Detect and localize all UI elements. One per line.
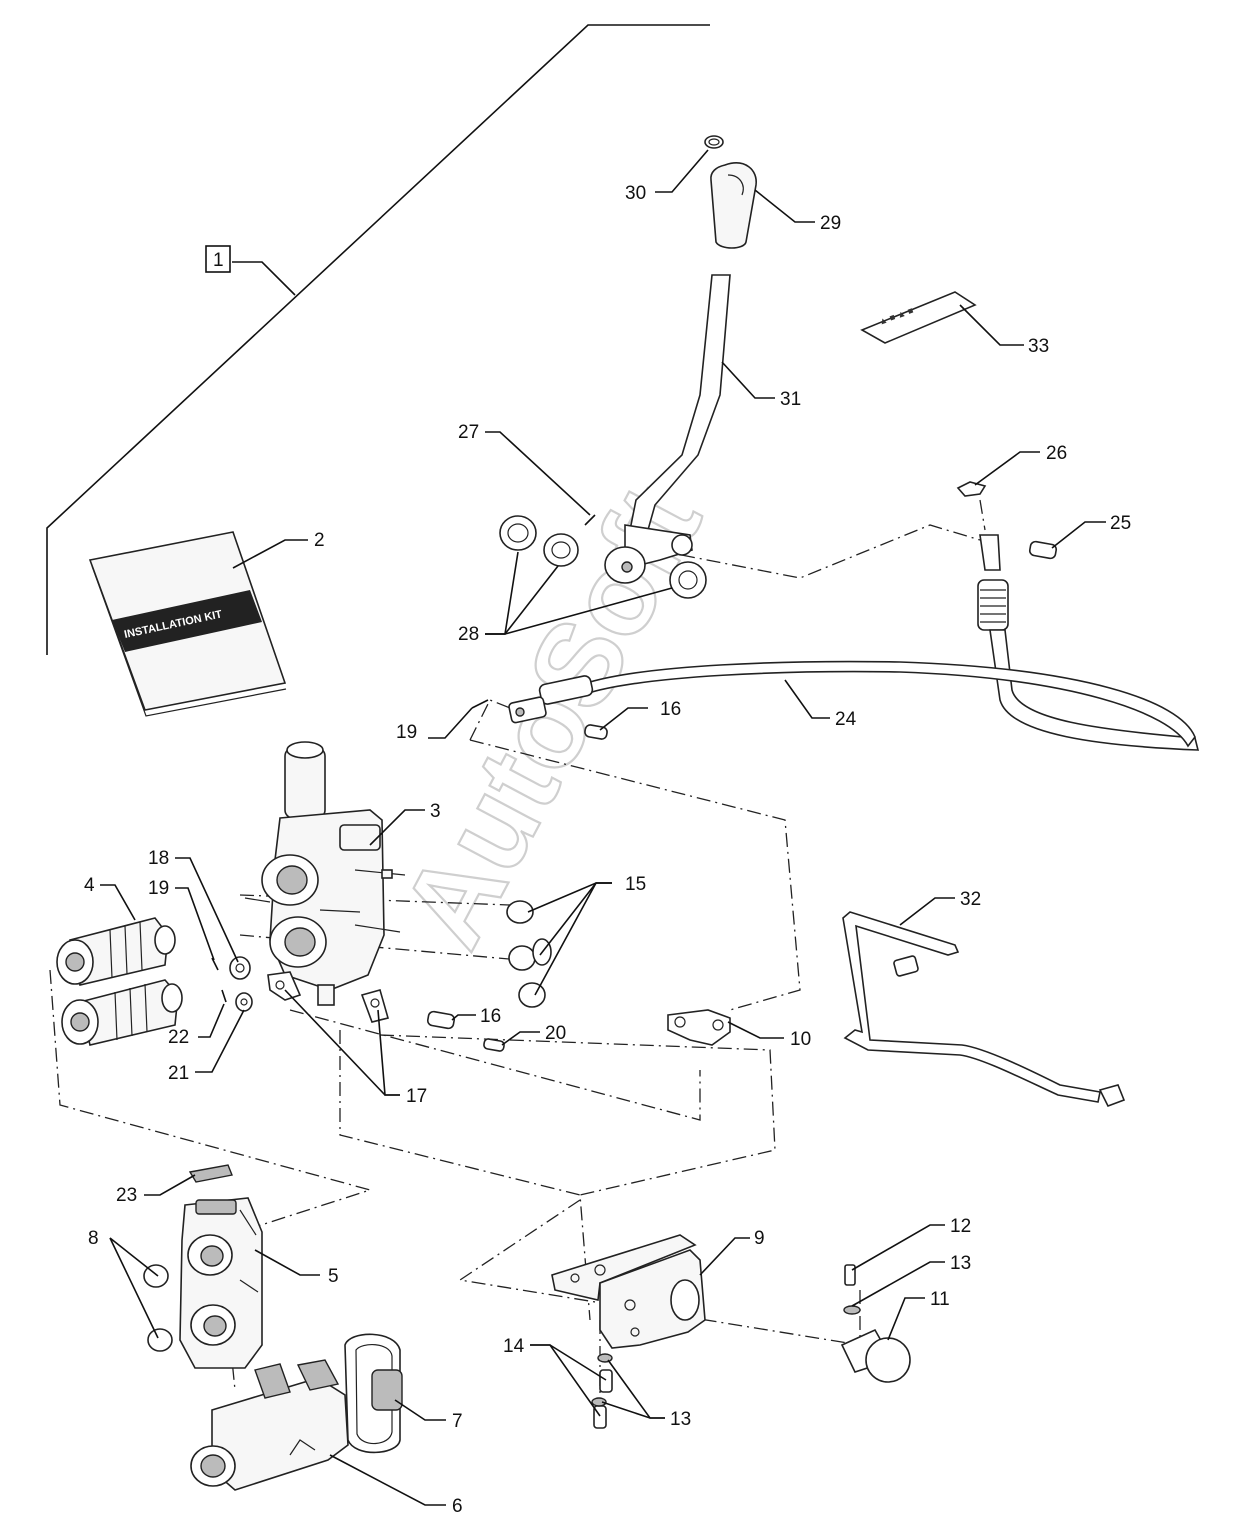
part-4-quick-couplers [56,917,183,1046]
callout-14: 14 [503,1336,525,1357]
callout-10: 10 [790,1029,811,1050]
callout-5: 5 [328,1266,339,1287]
part-33-decal: ▲ ■ ▲ ■ [860,291,977,344]
callout-13-upper: 13 [950,1253,971,1274]
callout-24: 24 [835,709,857,730]
part-28-washers [499,515,707,599]
callout-27: 27 [458,422,479,443]
part-6-end-cover [190,1359,349,1491]
part-32-control-rod [842,911,1126,1108]
part-9-bracket [551,1234,706,1349]
callout-19-lower: 19 [148,878,169,899]
callout-1: 1 [213,250,224,271]
callout-9: 9 [754,1228,765,1249]
part-10-link [667,1009,731,1046]
part-5-valve-section [179,1197,263,1369]
callout-26: 26 [1046,443,1067,464]
callout-16-lower: 16 [480,1006,501,1027]
callout-22: 22 [168,1027,189,1048]
callout-8: 8 [88,1228,99,1249]
part-15-o-rings [506,900,552,1008]
kit-bracket [46,24,710,655]
part-27-pin [584,514,596,526]
part-31-control-lever [604,274,731,584]
part-2-installation-manual: INSTALLATION KIT [88,531,287,717]
callout-21: 21 [168,1063,189,1084]
callout-31: 31 [780,389,801,410]
part-29-lever-knob [710,162,757,249]
part-3-control-valve [244,741,406,1006]
part-13-washer-upper [843,1305,861,1315]
callout-17: 17 [406,1086,427,1107]
callout-11: 11 [930,1289,950,1310]
part-24-control-cable [508,534,1200,751]
callout-13-lower: 13 [670,1409,691,1430]
part-19-pin-upper [471,699,489,709]
part-18-washer [229,956,251,980]
part-22-pin [221,989,227,1003]
part-19-pin-lower [211,957,219,971]
part-26-clip [956,481,987,497]
callout-labels: 1 2 3 4 5 6 7 8 9 10 11 12 13 13 14 15 1… [84,183,1131,1517]
callout-18: 18 [148,848,169,869]
callout-28: 28 [458,624,479,645]
part-30-retaining-clip [704,135,724,149]
callout-7: 7 [452,1411,463,1432]
callout-4: 4 [84,875,95,896]
leader-lines [100,149,1106,1506]
callout-3: 3 [430,801,441,822]
callout-30: 30 [625,183,646,204]
callout-6: 6 [452,1496,463,1517]
part-7-cover-gasket [344,1333,403,1454]
part-12-screw [844,1264,856,1286]
callout-12: 12 [950,1216,971,1237]
callout-25: 25 [1110,513,1131,534]
callout-23: 23 [116,1185,137,1206]
part-8-o-rings [143,1264,173,1352]
callout-2: 2 [314,530,325,551]
part-20-pin [483,1038,505,1052]
part-23-decal [188,1164,233,1183]
callout-33: 33 [1028,336,1049,357]
callout-32: 32 [960,889,981,910]
callout-15: 15 [625,874,646,895]
callout-19-upper: 19 [396,722,417,743]
part-11-knob [840,1328,911,1383]
callout-16-upper: 16 [660,699,681,720]
callout-20: 20 [545,1023,566,1044]
part-16-pin-lower [426,1010,456,1030]
part-21-washer [235,992,253,1012]
callout-29: 29 [820,213,841,234]
part-25-pin [1028,540,1058,560]
callout-1-box [205,245,231,273]
